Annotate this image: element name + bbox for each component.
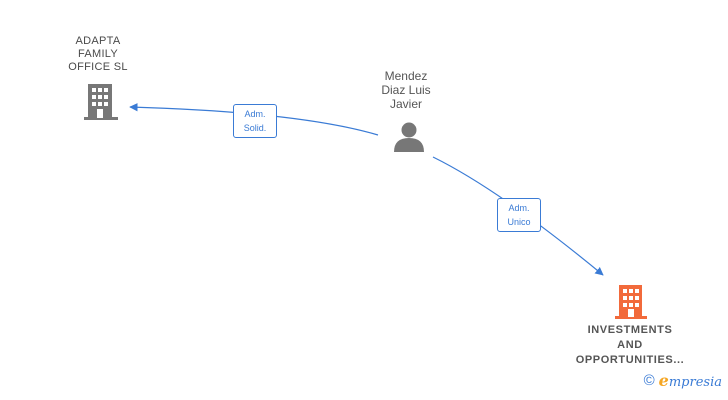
edge-mendez-adapta (129, 103, 379, 136)
edge-label-line1: Adm. (508, 203, 530, 213)
brand-logo-rest: mpresia (668, 375, 722, 390)
copyright-icon: © (643, 372, 655, 389)
node-mendez-label[interactable]: Mendez Diaz Luis Javier (381, 69, 431, 111)
edge-label-adm-solid: Adm. Solid. (233, 104, 277, 138)
brand-logo-initial: e (658, 371, 669, 390)
edge-label-line2: Solid. (243, 123, 267, 133)
node-investments-label[interactable]: INVESTMENTS AND OPPORTUNITIES... (575, 324, 685, 366)
edge-label-adm-unico: Adm. Unico (497, 198, 541, 232)
edge-label-line1: Adm. (244, 109, 266, 119)
building-icon[interactable] (615, 285, 647, 319)
node-adapta-label[interactable]: ADAPTA FAMILY OFFICE SL (68, 35, 128, 73)
building-icon[interactable] (84, 84, 118, 120)
brand-footer: © empresia (644, 371, 722, 390)
brand-logo[interactable]: empresia (659, 371, 722, 390)
person-icon[interactable] (393, 122, 425, 152)
edge-label-line2: Unico (507, 217, 531, 227)
